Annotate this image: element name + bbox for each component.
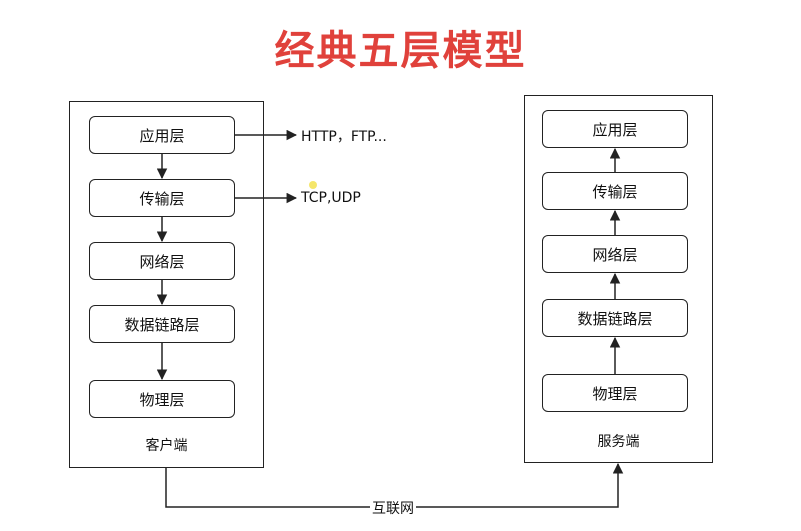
transport-protocols-label: TCP,UDP	[301, 190, 361, 206]
server-caption: 服务端	[597, 434, 640, 450]
client-layer-datalink: 数据链路层	[89, 305, 235, 343]
server-layer-transport: 传输层	[542, 172, 688, 210]
client-layer-application: 应用层	[89, 116, 235, 154]
client-layer-transport: 传输层	[89, 179, 235, 217]
page-title: 经典五层模型	[274, 28, 527, 74]
server-layer-physical: 物理层	[542, 374, 688, 412]
server-layer-application: 应用层	[542, 110, 688, 148]
internet-label: 互联网	[370, 498, 416, 518]
server-layer-network: 网络层	[542, 235, 688, 273]
client-layer-network: 网络层	[89, 242, 235, 280]
client-caption: 客户端	[145, 438, 188, 454]
application-protocols-label: HTTP，FTP...	[301, 129, 387, 145]
server-layer-datalink: 数据链路层	[542, 299, 688, 337]
cursor-dot	[309, 181, 317, 189]
client-layer-physical: 物理层	[89, 380, 235, 418]
